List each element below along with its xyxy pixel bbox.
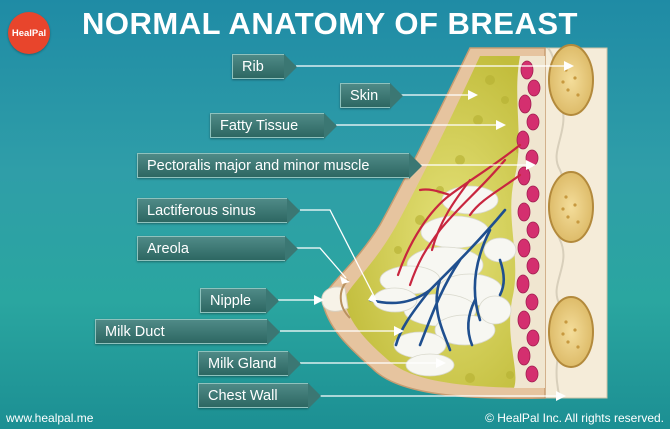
label-chest-wall: Chest Wall [198, 383, 321, 409]
label-areola: Areola [137, 236, 298, 262]
milk-ducts [368, 208, 507, 352]
label-fatty-tissue: Fatty Tissue [210, 113, 337, 139]
healpal-logo: HealPal [8, 12, 50, 54]
rib-2 [548, 171, 594, 243]
footer-website: www.healpal.me [6, 411, 94, 425]
label-rib: Rib [232, 54, 297, 80]
rib-1 [548, 44, 594, 116]
label-milk-gland: Milk Gland [198, 351, 301, 377]
footer-copyright: © HealPal Inc. All rights reserved. [485, 411, 664, 425]
label-pectoralis-muscle: Pectoralis major and minor muscle [137, 153, 422, 179]
rib-3 [548, 296, 594, 368]
label-milk-duct: Milk Duct [95, 319, 280, 345]
label-nipple: Nipple [200, 288, 279, 314]
leader-arrowheads [314, 61, 574, 401]
label-lactiferous-sinus: Lactiferous sinus [137, 198, 300, 224]
muscle-bundle [516, 60, 541, 383]
leader-lines [278, 65, 568, 397]
blood-vessels [396, 143, 522, 287]
label-skin: Skin [340, 83, 403, 109]
page-title: NORMAL ANATOMY OF BREAST [82, 6, 578, 41]
rib-bones [548, 44, 594, 368]
nipple [321, 286, 349, 312]
